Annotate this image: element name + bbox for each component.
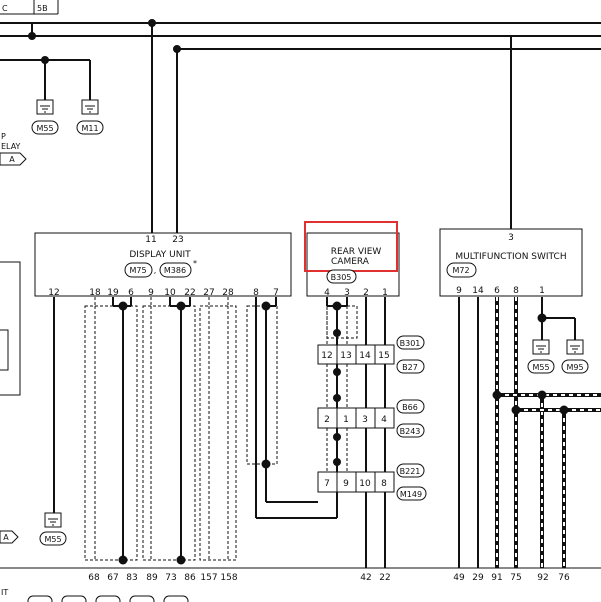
- harness-pin-83: 83: [126, 573, 137, 583]
- harness-pin-157: 157: [200, 573, 217, 583]
- m149-pin-9: 9: [343, 479, 349, 489]
- arrow-connector-a-bottom: [0, 530, 19, 544]
- display-unit-pin-11: 11: [145, 235, 156, 245]
- camera-bottom-pin-22: 22: [379, 573, 390, 583]
- arrow-connector-a-top: [0, 152, 27, 166]
- ground-label-m11: M11: [81, 124, 98, 133]
- du-pin-27: 27: [203, 288, 214, 298]
- harness-pin-158: 158: [220, 573, 237, 583]
- ground-label-m95: M95: [566, 363, 583, 372]
- bottom-left-text: IT: [1, 588, 8, 597]
- camera-pin-1: 1: [382, 288, 388, 298]
- mfs-pin-9: 9: [456, 286, 462, 296]
- camera-pin-3: 3: [344, 288, 350, 298]
- du-pin-8: 8: [253, 288, 259, 298]
- mfs-pin-8: 8: [513, 286, 519, 296]
- b301-pin-14: 14: [359, 351, 371, 361]
- ground-label-m55-right: M55: [532, 363, 549, 372]
- du-pin-6: 6: [128, 288, 134, 298]
- mfs-bottom-pin-76: 76: [558, 573, 570, 583]
- connector-label-m149: M149: [400, 490, 422, 499]
- camera-connector: B305: [331, 273, 352, 282]
- mfs-bottom-pin-29: 29: [472, 573, 484, 583]
- display-unit-connector-2: M386: [164, 266, 186, 275]
- mfs-pin-14: 14: [472, 286, 484, 296]
- relay-label-1: P: [1, 132, 6, 141]
- b301-pin-12: 12: [321, 351, 332, 361]
- connector-label-b301: B301: [400, 339, 421, 348]
- connector-label-b221: B221: [400, 467, 421, 476]
- m149-pin-8: 8: [381, 479, 387, 489]
- mfs-bottom-pin-49: 49: [453, 573, 465, 583]
- mfs-title: MULTIFUNCTION SWITCH: [455, 252, 566, 262]
- camera-pin-2: 2: [363, 288, 369, 298]
- harness-pin-86: 86: [184, 573, 196, 583]
- mfs-pin-3: 3: [508, 233, 514, 243]
- mfs-connector: M72: [452, 266, 469, 275]
- display-unit-connector-1: M75: [129, 266, 146, 275]
- camera-pin-4: 4: [324, 288, 330, 298]
- m149-pin-10: 10: [359, 479, 371, 489]
- connector-label-b66: B66: [402, 403, 418, 412]
- camera-title-line1: REAR VIEW: [331, 247, 382, 257]
- mfs-bottom-pin-91: 91: [491, 573, 502, 583]
- display-unit-title: DISPLAY UNIT: [129, 250, 191, 260]
- connector-label-b243: B243: [400, 427, 421, 436]
- du-pin-12: 12: [48, 288, 59, 298]
- du-pin-18: 18: [89, 288, 101, 298]
- relay-label-2: ELAY: [1, 142, 21, 151]
- arrow-a-top-label: A: [9, 155, 15, 164]
- top-center-label: 5B: [37, 4, 48, 13]
- du-pin-10: 10: [164, 288, 176, 298]
- mfs-pin-1: 1: [539, 286, 545, 296]
- camera-bottom-pin-42: 42: [360, 573, 371, 583]
- m149-pin-7: 7: [324, 479, 330, 489]
- b243-pin-3: 3: [362, 415, 368, 425]
- ground-label-m55-left: M55: [44, 535, 61, 544]
- mfs-bottom-pin-75: 75: [510, 573, 521, 583]
- du-pin-19: 19: [107, 288, 119, 298]
- harness-pin-68: 68: [88, 573, 100, 583]
- du-pin-22: 22: [184, 288, 195, 298]
- display-unit-connector-sep: ,: [154, 266, 157, 275]
- b243-pin-1: 1: [343, 415, 349, 425]
- arrow-a-bottom-label: A: [3, 533, 9, 542]
- top-left-label: C: [2, 4, 8, 13]
- b243-pin-4: 4: [381, 415, 387, 425]
- camera-box: [306, 232, 400, 297]
- display-unit-pin-23: 23: [172, 235, 183, 245]
- harness-pin-67: 67: [107, 573, 118, 583]
- connector-label-b27: B27: [402, 363, 418, 372]
- du-pin-9: 9: [148, 288, 154, 298]
- b301-pin-13: 13: [340, 351, 351, 361]
- du-pin-7: 7: [273, 288, 279, 298]
- ground-label-m55-top: M55: [36, 124, 53, 133]
- display-unit-connector-2-mark: *: [193, 259, 197, 268]
- b301-pin-15: 15: [378, 351, 389, 361]
- du-pin-28: 28: [222, 288, 234, 298]
- camera-title-line2: CAMERA: [331, 257, 370, 267]
- harness-pin-89: 89: [146, 573, 158, 583]
- mfs-bottom-pin-92: 92: [537, 573, 548, 583]
- b243-pin-2: 2: [324, 415, 330, 425]
- harness-pin-73: 73: [165, 573, 176, 583]
- mfs-pin-6: 6: [494, 286, 500, 296]
